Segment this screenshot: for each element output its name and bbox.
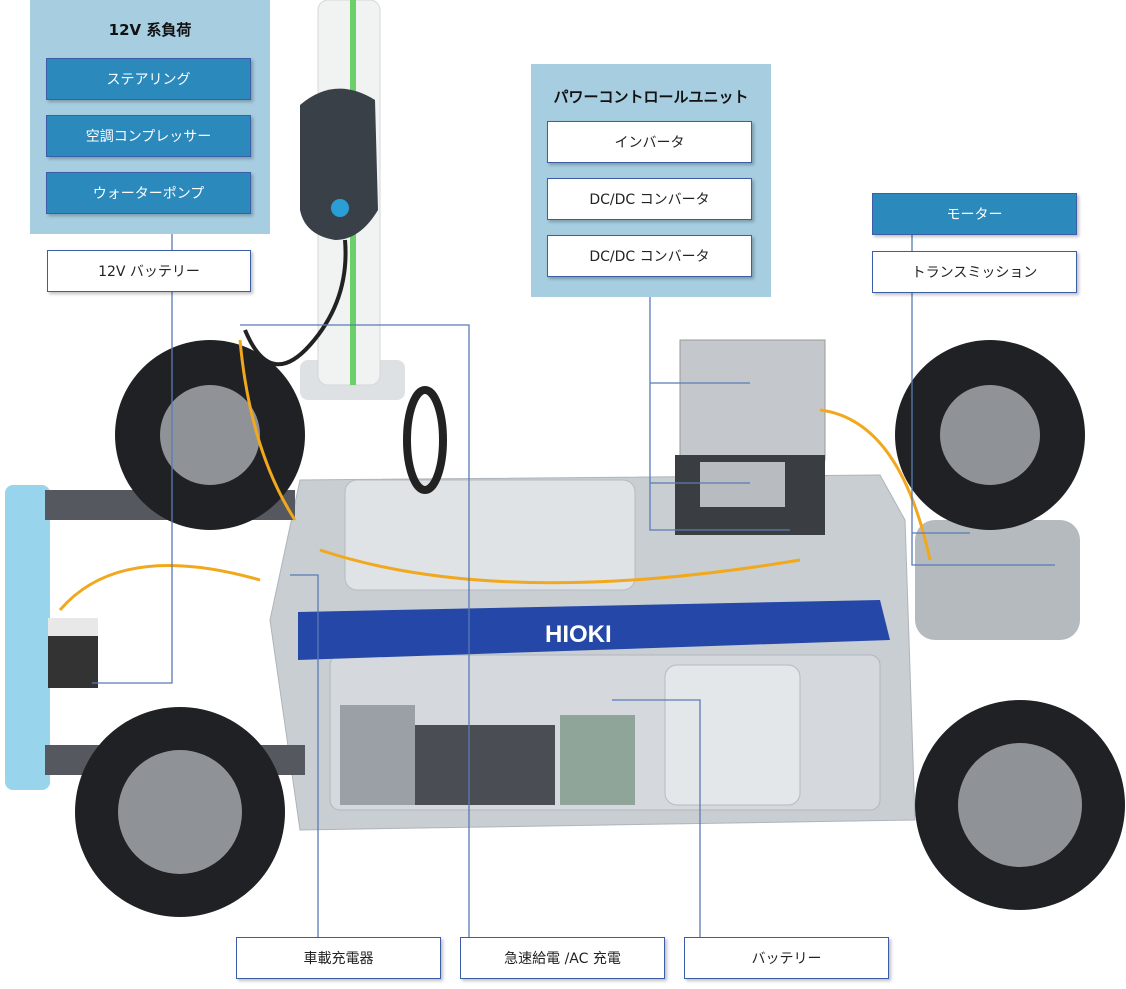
12v-load-title: 12V 系負荷	[108, 21, 192, 39]
label-quick-charge: 急速給電 /AC 充電	[460, 937, 665, 979]
label-onboard-charger: 車載充電器	[236, 937, 441, 979]
label-motor: モーター	[872, 193, 1077, 235]
label-battery: バッテリー	[684, 937, 889, 979]
label-transmission: トランスミッション	[872, 251, 1077, 293]
charging-station	[243, 0, 405, 400]
label-ac-compressor: 空調コンプレッサー	[46, 115, 251, 157]
leader-lines	[92, 100, 1055, 937]
cables	[58, 339, 932, 611]
hioki-logo: HIOKI	[545, 621, 612, 648]
wheels	[75, 340, 1125, 917]
label-dcdc-converter-2: DC/DC コンバータ	[547, 235, 752, 277]
label-inverter: インバータ	[547, 121, 752, 163]
label-dcdc-converter-1: DC/DC コンバータ	[547, 178, 752, 220]
pcu-title: パワーコントロールユニット	[553, 88, 749, 106]
label-steering: ステアリング	[46, 58, 251, 100]
label-12v-battery: 12V バッテリー	[47, 250, 251, 292]
hioki-bar	[298, 600, 890, 660]
label-water-pump: ウォーターポンプ	[46, 172, 251, 214]
